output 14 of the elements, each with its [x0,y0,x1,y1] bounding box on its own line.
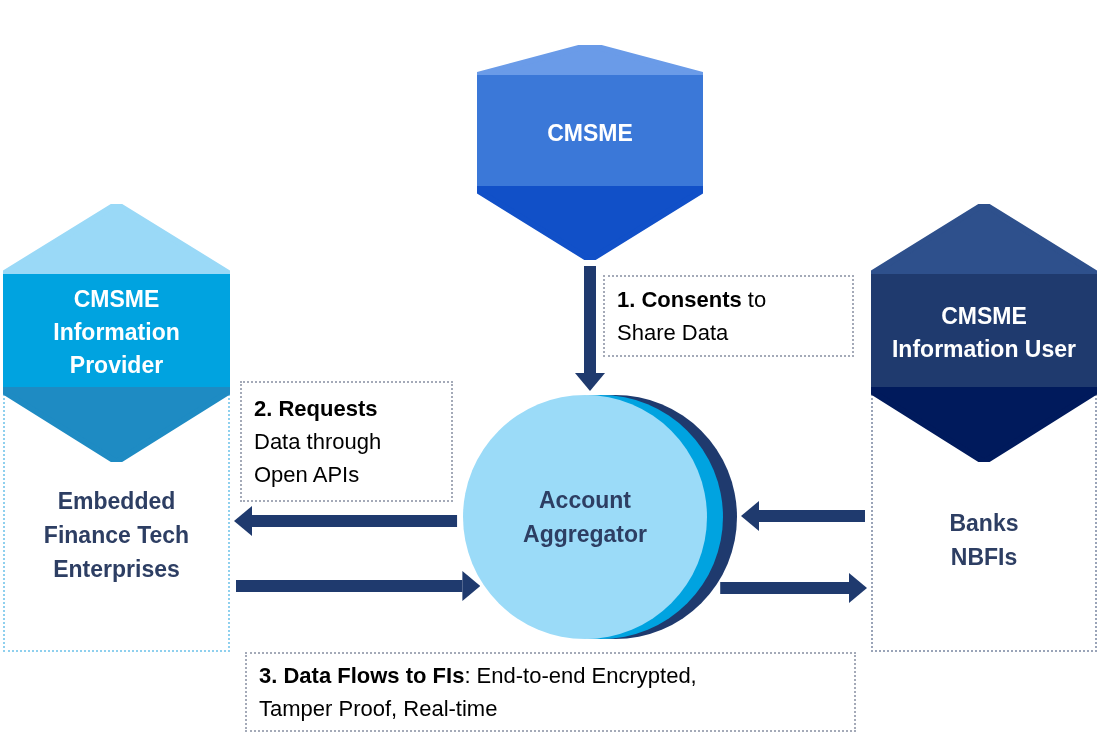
arrow [741,501,865,531]
arrow [720,573,867,603]
arrow [575,266,605,391]
node-title: Account Aggregator [522,486,648,549]
arrow [236,571,481,601]
arrow [234,506,458,536]
node-title: CMSME Information User [891,301,1077,364]
node-title: CMSME Information Provider [52,285,181,380]
node-body: Banks NBFIs [948,509,1020,572]
note-text: 2. Requests Data through Open APIs [254,395,383,489]
node-title: CMSME [547,118,633,148]
note-text: 3. Data Flows to FIs: End-to-end Encrypted, Tamper Proof, Real-time [259,662,698,723]
node-body: Embedded Finance Tech Enterprises [42,487,191,584]
note-text: 1. Consents to Share Data [617,286,768,347]
